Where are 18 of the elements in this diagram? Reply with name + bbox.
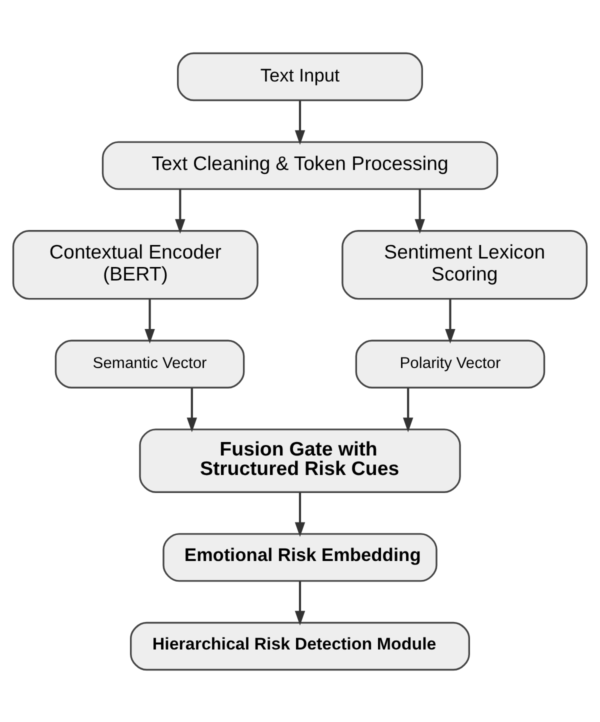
arrow	[402, 388, 414, 432]
arrow	[445, 298, 456, 344]
arrow	[175, 188, 186, 234]
node-box: Text Input	[177, 52, 423, 101]
node-box: Sentiment Lexicon Scoring	[342, 230, 588, 300]
arrow	[294, 492, 306, 536]
arrow	[186, 388, 198, 432]
arrow	[414, 188, 425, 234]
node-box: Semantic Vector	[54, 339, 245, 388]
arrow	[144, 298, 155, 344]
node-box: Emotional Risk Embedding	[162, 532, 438, 582]
node-box: Hierarchical Risk Detection Module	[130, 621, 470, 670]
node-box: Polarity Vector	[355, 339, 546, 388]
node-box: Fusion Gate with Structured Risk Cues	[139, 428, 461, 492]
arrow	[294, 580, 306, 626]
arrow	[294, 100, 306, 144]
node-box: Contextual Encoder (BERT)	[12, 230, 258, 300]
node-box: Text Cleaning & Token Processing	[102, 140, 498, 190]
